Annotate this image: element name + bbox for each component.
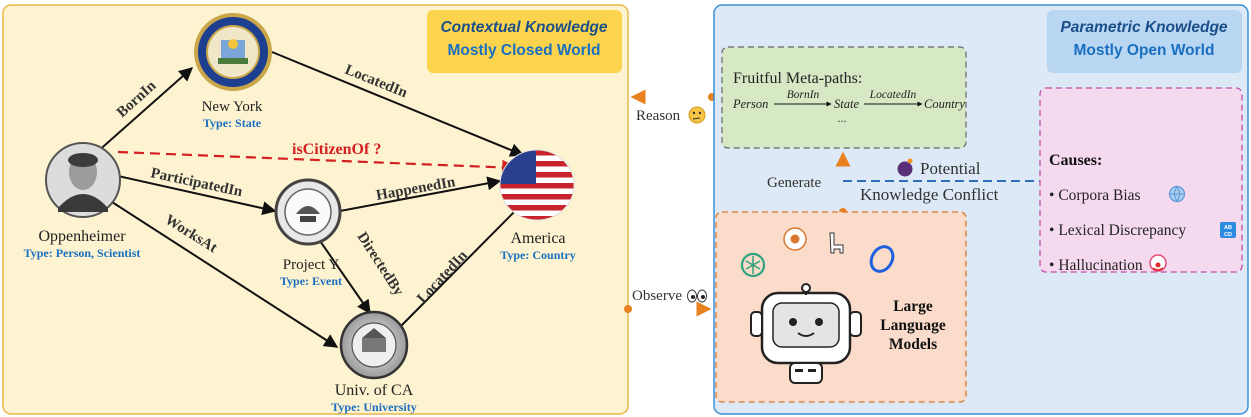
meta-path-country: Country	[924, 97, 965, 111]
node-univ-ca-type: Type: University	[331, 400, 416, 414]
meta-path-person: Person	[732, 97, 768, 111]
generate-label: Generate	[767, 175, 821, 191]
thinking-face-icon	[688, 106, 706, 124]
cause-item-corpora-bias: • Corpora Bias	[1049, 187, 1141, 204]
right-panel-title-box	[1047, 10, 1242, 73]
meta-path-located-in: LocatedIn	[869, 89, 917, 101]
reason-label: Reason	[636, 108, 681, 124]
meta-paths-box	[721, 46, 967, 149]
right-panel-title: Parametric Knowledge	[1060, 19, 1227, 36]
edge-happened-in	[339, 176, 502, 212]
node-new-york-type: Type: State	[203, 116, 262, 130]
clown-face-icon	[1149, 254, 1167, 272]
svg-text:CD: CD	[1224, 232, 1232, 238]
node-univ-ca-name: Univ. of CA	[335, 382, 414, 399]
edge-located-in-ca	[399, 201, 525, 328]
node-america-type: Type: Country	[500, 248, 575, 262]
llama-icon	[829, 232, 844, 254]
node-america-name: America	[510, 230, 565, 247]
meta-path-state: State	[834, 97, 859, 111]
llm-label-line1: Large	[893, 298, 933, 315]
edge-born-in	[95, 67, 194, 154]
potential-label: Potential	[920, 159, 981, 178]
edge-directed-by	[317, 237, 371, 315]
meta-path-expression: Person BornIn State LocatedIn Country ..…	[732, 89, 965, 125]
meta-path-born-in: BornIn	[787, 89, 820, 101]
eyes-icon	[687, 289, 707, 303]
uc-seal-icon	[339, 310, 409, 380]
right-panel-subtitle: Mostly Open World	[1074, 42, 1215, 59]
edge-label-is-citizen-of: isCitizenOf ?	[292, 141, 381, 158]
chatgpt-logo-icon	[740, 252, 766, 278]
manhattan-project-badge-icon	[274, 178, 342, 246]
edge-participated-in	[117, 175, 277, 216]
left-panel-title: Contextual Knowledge	[440, 19, 607, 36]
meta-ai-logo-icon	[869, 245, 895, 273]
observe-label: Observe	[632, 288, 682, 304]
bomb-icon	[897, 158, 913, 177]
globe-icon	[1168, 185, 1186, 203]
node-project-y-name: Project Y	[283, 257, 340, 273]
svg-text:AB: AB	[1224, 225, 1232, 231]
llm-label-line2: Language	[880, 317, 946, 334]
edge-located-in-ny	[271, 51, 525, 157]
observe-arrow-dot	[624, 305, 632, 313]
node-oppenheimer-type: Type: Person, Scientist	[24, 246, 141, 260]
left-panel-title-box	[427, 10, 622, 73]
knowledge-conflict-label: Knowledge Conflict	[860, 185, 999, 204]
llm-label-line3: Models	[889, 336, 937, 353]
node-oppenheimer-name: Oppenheimer	[38, 228, 126, 245]
abcd-icon: AB CD	[1220, 222, 1236, 238]
edge-works-at	[111, 201, 339, 348]
oppenheimer-portrait-icon	[45, 142, 121, 218]
new-york-seal-icon	[194, 13, 272, 91]
node-project-y-type: Type: Event	[280, 274, 342, 288]
meta-path-ellipsis: ...	[838, 111, 847, 125]
node-new-york-name: New York	[202, 99, 263, 115]
robot-icon	[750, 283, 862, 384]
left-panel-subtitle: Mostly Closed World	[447, 42, 600, 59]
causes-box	[1039, 87, 1243, 273]
cause-item-lexical-discrepancy: • Lexical Discrepancy	[1049, 222, 1186, 239]
us-flag-icon	[499, 149, 575, 221]
meta-paths-title: Fruitful Meta-paths:	[733, 70, 862, 87]
causes-title: Causes:	[1049, 152, 1102, 169]
cause-item-hallucination: • Hallucination	[1049, 257, 1143, 274]
claude-logo-icon	[783, 227, 807, 251]
edge-is-citizen-of	[117, 150, 518, 176]
